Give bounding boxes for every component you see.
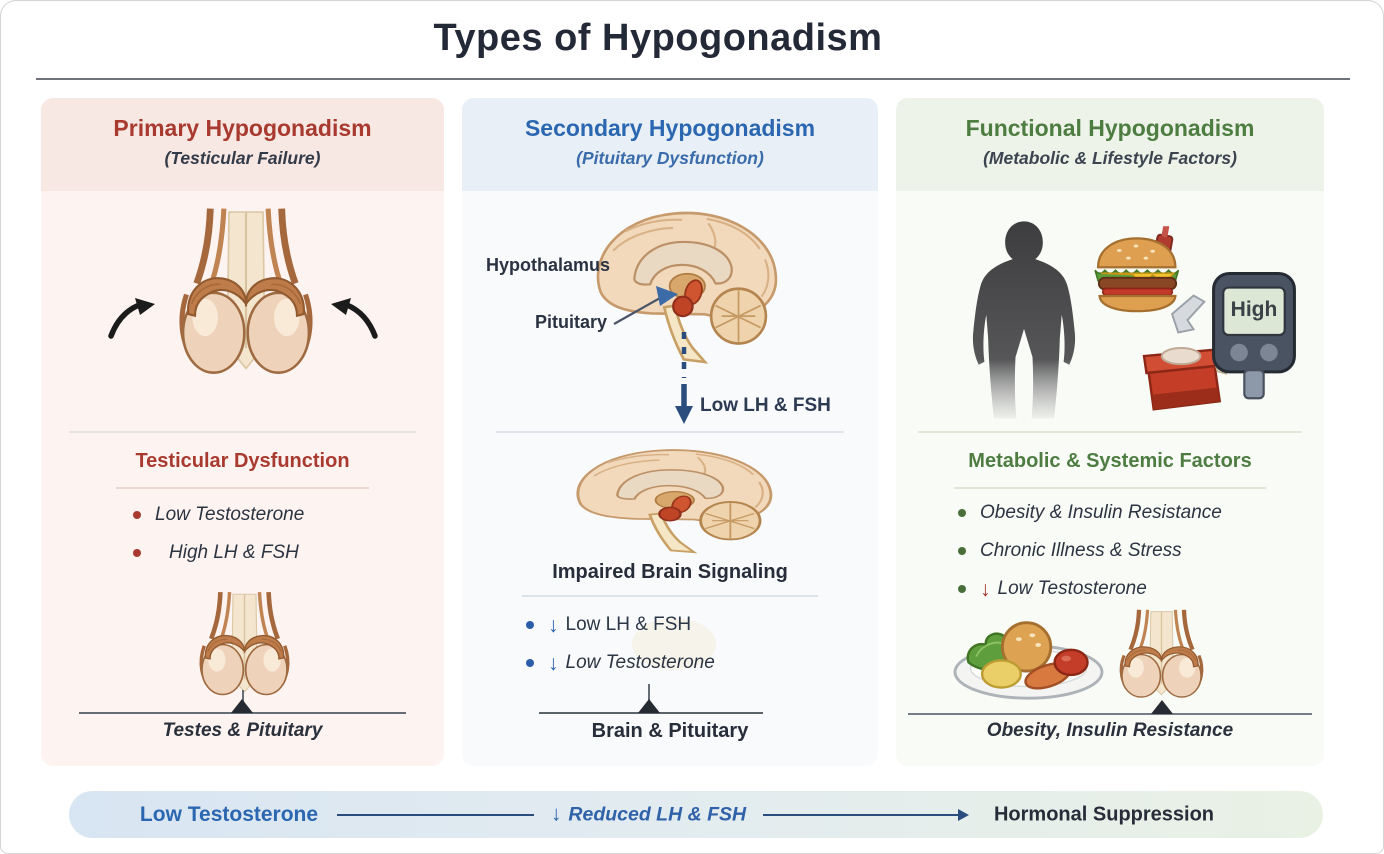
- dashed-down-arrow-icon: [675, 332, 693, 424]
- panel-secondary-header: Secondary Hypogonadism (Pituitary Dysfun…: [462, 98, 878, 191]
- primary-section-heading: Testicular Dysfunction: [135, 450, 350, 472]
- list-item: Obesity & Insulin Resistance: [958, 494, 1222, 532]
- faint-tissue-ghost: [632, 618, 716, 670]
- bullet-dot-icon: [958, 547, 966, 555]
- panel-secondary-hypogonadism: Secondary Hypogonadism (Pituitary Dysfun…: [462, 98, 878, 766]
- panel-primary-subtitle: (Testicular Failure): [164, 148, 321, 168]
- flow-step-low-testosterone: Low Testosterone: [139, 802, 319, 826]
- caption-pointer-icon: [1151, 700, 1173, 714]
- panel-primary-header: Primary Hypogonadism (Testicular Failure…: [41, 98, 444, 191]
- bullet-text: Low LH & FSH: [565, 614, 692, 635]
- bullet-text: Chronic Illness & Stress: [980, 540, 1182, 561]
- functional-section-heading: Metabolic & Systemic Factors: [968, 450, 1252, 472]
- caption-baseline: [539, 712, 763, 714]
- bullet-dot-icon: [133, 511, 141, 519]
- bullet-text: High LH & FSH: [169, 542, 299, 563]
- panel-divider: [496, 431, 844, 433]
- panel-functional-header: Functional Hypogonadism (Metabolic & Lif…: [896, 98, 1324, 191]
- panel-functional-subtitle: (Metabolic & Lifestyle Factors): [983, 148, 1237, 168]
- primary-caption: Testes & Pituitary: [162, 720, 323, 741]
- page-title: Types of Hypogonadism: [433, 17, 883, 59]
- red-down-arrow-icon: ↓: [980, 577, 991, 601]
- caption-baseline: [908, 713, 1312, 715]
- caption-pointer-icon: [231, 699, 253, 713]
- panel-divider: [69, 431, 416, 433]
- list-item: Low Testosterone: [133, 496, 304, 534]
- title-divider: [36, 78, 1350, 80]
- heading-underline: [522, 595, 818, 597]
- panel-primary-title: Primary Hypogonadism: [113, 115, 372, 141]
- low-lh-fsh-arrow-label: Low LH & FSH: [700, 395, 831, 416]
- inward-arrow-right-icon: [331, 298, 378, 339]
- list-item: High LH & FSH: [133, 534, 304, 572]
- down-arrow-icon: ↓: [548, 613, 559, 637]
- bullet-text: Low Testosterone: [565, 652, 715, 673]
- panel-secondary-title: Secondary Hypogonadism: [524, 115, 816, 141]
- glucose-meter-reading: High: [1230, 298, 1278, 321]
- glucose-meter-icon: [1210, 270, 1298, 400]
- bullet-text: Obesity & Insulin Resistance: [980, 502, 1222, 523]
- list-item: ↓ Low Testosterone: [526, 644, 715, 682]
- inward-arrow-left-icon: [108, 298, 155, 339]
- testes-illustration-icon: [161, 204, 331, 402]
- bullet-dot-icon: [958, 509, 966, 517]
- pituitary-pointer-icon: [613, 286, 678, 325]
- lancet-icon: [1170, 294, 1208, 334]
- testes-illustration-icon: [1108, 608, 1215, 712]
- secondary-bullet-list: ↓ Low LH & FSH ↓ Low Testosterone: [526, 606, 715, 682]
- panel-functional-title: Functional Hypogonadism: [965, 115, 1255, 141]
- hypothalamus-label: Hypothalamus: [486, 255, 611, 275]
- caption-stem: [648, 684, 650, 712]
- flow-step-label: Reduced LH & FSH: [568, 803, 747, 825]
- list-item: ↓ Low Testosterone: [958, 570, 1222, 608]
- down-arrow-icon: ↓: [548, 651, 559, 675]
- caption-pointer-icon: [638, 699, 660, 713]
- functional-caption: Obesity, Insulin Resistance: [986, 720, 1234, 741]
- panel-secondary-subtitle: (Pituitary Dysfunction): [576, 148, 764, 168]
- bullet-dot-icon: [133, 549, 141, 557]
- down-arrow-icon: ↓: [550, 802, 562, 825]
- obese-man-silhouette-icon: [958, 210, 1090, 428]
- secondary-caption: Brain & Pituitary: [591, 720, 749, 742]
- bullet-text: Low Testosterone: [997, 578, 1147, 599]
- panel-functional-hypogonadism: Functional Hypogonadism (Metabolic & Lif…: [896, 98, 1324, 766]
- panel-primary-hypogonadism: Primary Hypogonadism (Testicular Failure…: [41, 98, 444, 766]
- bullet-dot-icon: [526, 659, 534, 667]
- list-item: ↓ Low LH & FSH: [526, 606, 715, 644]
- functional-bullet-list: Obesity & Insulin Resistance Chronic Ill…: [958, 494, 1222, 608]
- heading-underline: [954, 487, 1266, 489]
- flow-step-reduced-lh-fsh: ↓ Reduced LH & FSH: [546, 803, 751, 826]
- heading-underline: [116, 487, 369, 489]
- caption-baseline: [79, 712, 406, 714]
- bullet-text: Low Testosterone: [155, 504, 305, 525]
- brain-lower-illustration-icon: [554, 442, 784, 554]
- flow-connector-arrow: [763, 809, 969, 820]
- panel-divider: [918, 431, 1302, 433]
- hormone-flow-bar: Low Testosterone ↓ Reduced LH & FSH Hormo…: [69, 791, 1323, 838]
- secondary-section-heading: Impaired Brain Signaling: [552, 561, 788, 583]
- testes-small-illustration-icon: [187, 590, 302, 712]
- flow-step-hormonal-suppression: Hormonal Suppression: [993, 803, 1215, 825]
- list-item: Chronic Illness & Stress: [958, 532, 1222, 570]
- bullet-dot-icon: [958, 585, 966, 593]
- food-plate-icon: [951, 614, 1106, 703]
- bullet-dot-icon: [526, 621, 534, 629]
- flow-connector-line: [337, 813, 534, 816]
- pituitary-label: Pituitary: [535, 312, 608, 332]
- primary-bullet-list: Low Testosterone High LH & FSH: [133, 496, 304, 572]
